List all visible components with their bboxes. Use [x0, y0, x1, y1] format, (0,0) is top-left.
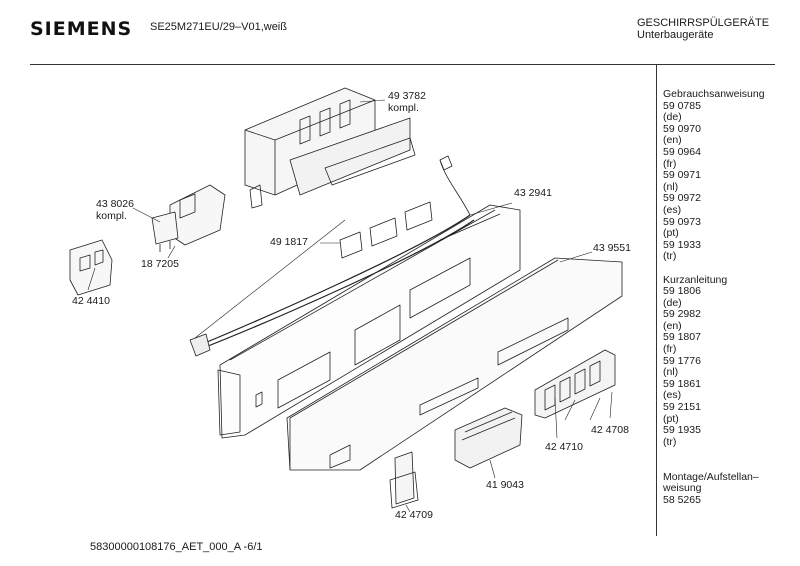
doc-lang: (nl) [663, 366, 679, 379]
part-label: 42 4710 [545, 441, 583, 453]
montage-title: Montage/Aufstellan– [663, 470, 759, 483]
front-panel [286, 257, 623, 471]
brand-logo: SIEMENS [30, 18, 133, 40]
doc-lang: (fr) [663, 157, 677, 170]
doc-number: 59 1807 [663, 331, 701, 344]
doc-lang: (de) [663, 111, 682, 124]
doc-number: 59 0973 [663, 215, 701, 228]
doc-number: 59 1776 [663, 354, 701, 367]
doc-lang: (de) [663, 296, 682, 309]
doc-number: 59 0972 [663, 192, 701, 205]
part-label: 43 8026 [96, 198, 134, 210]
doc-lang: (nl) [663, 180, 679, 193]
part-label: 42 4410 [72, 295, 110, 307]
doc-number: 59 0970 [663, 122, 701, 135]
montage-title-cont: weisung [663, 482, 702, 495]
clip-part [389, 451, 419, 509]
part-note: kompl. [96, 210, 127, 222]
header-divider [30, 64, 775, 65]
doc-number: 59 2151 [663, 401, 701, 414]
kurz-title: Kurzanleitung [663, 273, 728, 286]
doc-lang: (tr) [663, 250, 677, 263]
montage-number: 58 5265 [663, 493, 701, 506]
doc-number: 59 1806 [663, 285, 701, 298]
doc-number: 59 0964 [663, 145, 701, 158]
gebrauch-title: Gebrauchsanweisung [663, 88, 765, 100]
part-label: 43 9551 [593, 242, 631, 254]
button-strip [534, 349, 616, 419]
doc-lang: (en) [663, 319, 682, 332]
display-unit [454, 407, 523, 469]
electronic-module [244, 87, 416, 209]
switch-assembly [169, 184, 226, 246]
exploded-parts-diagram: 49 3782 kompl. 43 8026 kompl. 43 2941 49… [69, 87, 631, 521]
part-note: kompl. [388, 102, 419, 114]
terminal-block [69, 239, 113, 296]
doc-lang: (es) [663, 389, 682, 402]
small-switch [151, 211, 179, 252]
doc-lang: (pt) [663, 412, 679, 425]
doc-lang: (tr) [663, 435, 677, 448]
sidebar-divider [656, 64, 657, 536]
part-label: 49 1817 [270, 236, 308, 248]
documents-sidebar: Gebrauchsanweisung 59 0785 (de) 59 0970 … [663, 88, 765, 506]
leader-lines [87, 99, 613, 513]
wire-harness [189, 155, 475, 357]
doc-number: 59 1861 [663, 377, 701, 390]
doc-number: 59 1935 [663, 424, 701, 437]
doc-number: 59 1933 [663, 238, 701, 251]
part-label: 49 3782 [388, 90, 426, 102]
doc-number: 59 0971 [663, 169, 701, 182]
part-label: 41 9043 [486, 479, 524, 491]
part-labels: 49 3782 kompl. 43 8026 kompl. 43 2941 49… [72, 90, 631, 521]
part-label: 43 2941 [514, 187, 552, 199]
doc-number: 59 0785 [663, 99, 701, 112]
footer-code: 58300000108176_AET_000_A -6/1 [90, 541, 263, 553]
doc-number: 59 2982 [663, 308, 701, 321]
part-label: 18 7205 [141, 258, 179, 270]
model-number: SE25M271EU/29–V01,weiß [150, 21, 287, 33]
part-label: 42 4708 [591, 424, 629, 436]
part-label: 42 4709 [395, 509, 433, 521]
doc-lang: (fr) [663, 343, 677, 356]
doc-lang: (en) [663, 134, 682, 147]
doc-lang: (pt) [663, 227, 679, 240]
category-title: GESCHIRRSPÜLGERÄTE [637, 17, 770, 29]
doc-lang: (es) [663, 203, 682, 216]
category-subtitle: Unterbaugeräte [637, 29, 714, 41]
